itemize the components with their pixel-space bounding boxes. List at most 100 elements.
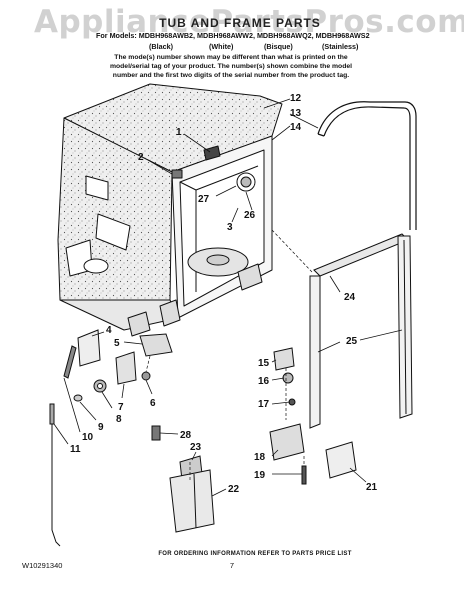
leader-line	[271, 449, 279, 457]
callout-14: 14	[290, 122, 302, 133]
part-9-washer	[73, 394, 83, 402]
sump-center	[206, 254, 230, 266]
leader-line	[183, 133, 211, 153]
frame-top-strip	[313, 233, 409, 277]
part-21-bracket	[325, 441, 357, 479]
leader-line	[271, 359, 277, 363]
base-leg	[127, 311, 151, 337]
leader-line	[159, 432, 179, 435]
color-stainless: (Stainless)	[322, 42, 359, 51]
part-19-screw	[301, 465, 307, 485]
leader-line	[329, 275, 341, 293]
hinge-bracket	[203, 145, 221, 161]
callout-23: 23	[190, 442, 202, 453]
small-parts	[49, 329, 357, 547]
part-7-plate	[115, 351, 137, 385]
part-8-grommet-inner	[97, 383, 103, 389]
tub-assembly	[57, 83, 283, 337]
leveler-edge	[193, 473, 197, 529]
leader-line	[145, 379, 153, 395]
color-black: (Black)	[149, 42, 173, 51]
leader-line	[91, 331, 105, 337]
model-note-line: The mode(s) number shown may be differen…	[114, 54, 348, 61]
leader-line	[349, 467, 367, 483]
leader-line	[231, 207, 239, 223]
callout-1: 1	[176, 127, 182, 138]
leader-line	[147, 159, 173, 175]
strip-edge	[403, 239, 407, 415]
callout-15: 15	[258, 358, 270, 369]
leader-line	[271, 377, 285, 381]
callout-22: 22	[228, 484, 240, 495]
leader-line	[191, 451, 197, 461]
callout-12: 12	[290, 93, 302, 104]
part-16-pivot	[282, 372, 294, 384]
watermark: AppliancePartsPros.com	[34, 4, 464, 40]
frame-side-left	[309, 275, 321, 429]
part-28-clip	[151, 425, 161, 441]
leader-line	[211, 488, 227, 497]
vent-port-inner	[240, 176, 252, 188]
model-list: For Models: MDBH968AWB2, MDBH968AWW2, MD…	[96, 31, 370, 40]
leader-line	[123, 341, 143, 345]
page-number: 7	[229, 561, 235, 570]
leader-line	[271, 401, 291, 405]
leader-line	[271, 125, 291, 141]
part-4-bracket	[77, 329, 101, 367]
tub-gasket-inner	[323, 106, 411, 230]
part-22-leveler	[169, 469, 215, 533]
callout-3: 3	[227, 222, 233, 233]
base-leg	[237, 263, 263, 291]
door-frame-strips	[309, 233, 413, 429]
callout-6: 6	[150, 398, 156, 409]
leader-line	[215, 185, 237, 197]
leader-lines	[53, 98, 403, 497]
leader-line	[317, 341, 341, 353]
part-11-cable	[51, 424, 61, 547]
callout-26: 26	[244, 210, 256, 221]
tub-bottom-flange	[59, 299, 179, 331]
leader-line	[359, 329, 403, 341]
callout-16: 16	[258, 376, 270, 387]
callout-7: 7	[118, 402, 124, 413]
inner-wall	[195, 165, 259, 191]
side-cutout	[95, 213, 131, 251]
ordering-info: FOR ORDERING INFORMATION REFER TO PARTS …	[158, 551, 352, 557]
callout-8: 8	[116, 414, 122, 425]
part-10-spring	[63, 345, 77, 379]
leader-line	[289, 113, 319, 129]
part-15-hinge	[273, 347, 295, 371]
door-gasket	[317, 101, 417, 230]
callout-21: 21	[366, 482, 378, 493]
part-6-nut	[141, 371, 151, 381]
model-note-line: number and the first two digits of the s…	[112, 72, 350, 79]
callout-5: 5	[114, 338, 120, 349]
callout-2: 2	[138, 152, 144, 163]
part-5-bracket	[139, 333, 173, 357]
callout-labels: 1 2 3 4 5 6 7 8 9 10 11 12 13 14 15 16 1…	[70, 93, 378, 495]
diagram-title: TUB AND FRAME PARTS	[159, 16, 321, 30]
assembly-guide	[145, 355, 151, 373]
callout-18: 18	[254, 452, 266, 463]
base-leg	[159, 299, 181, 327]
leader-line	[245, 191, 253, 211]
leader-line	[263, 98, 291, 109]
leader-line	[101, 391, 113, 409]
callout-17: 17	[258, 399, 270, 410]
callout-10: 10	[82, 432, 94, 443]
color-white: (White)	[209, 42, 234, 51]
assembly-guide	[271, 229, 313, 273]
tub-gasket	[317, 101, 417, 230]
part-18-bracket	[269, 423, 305, 461]
gasket-end	[317, 133, 325, 137]
callout-19: 19	[254, 470, 266, 481]
leader-line	[53, 423, 69, 445]
callout-25: 25	[346, 336, 358, 347]
callout-27: 27	[198, 194, 210, 205]
document-code: W10291340	[22, 561, 63, 570]
callout-13: 13	[290, 108, 302, 119]
part-11-rod	[49, 403, 55, 425]
callout-4: 4	[106, 325, 112, 336]
